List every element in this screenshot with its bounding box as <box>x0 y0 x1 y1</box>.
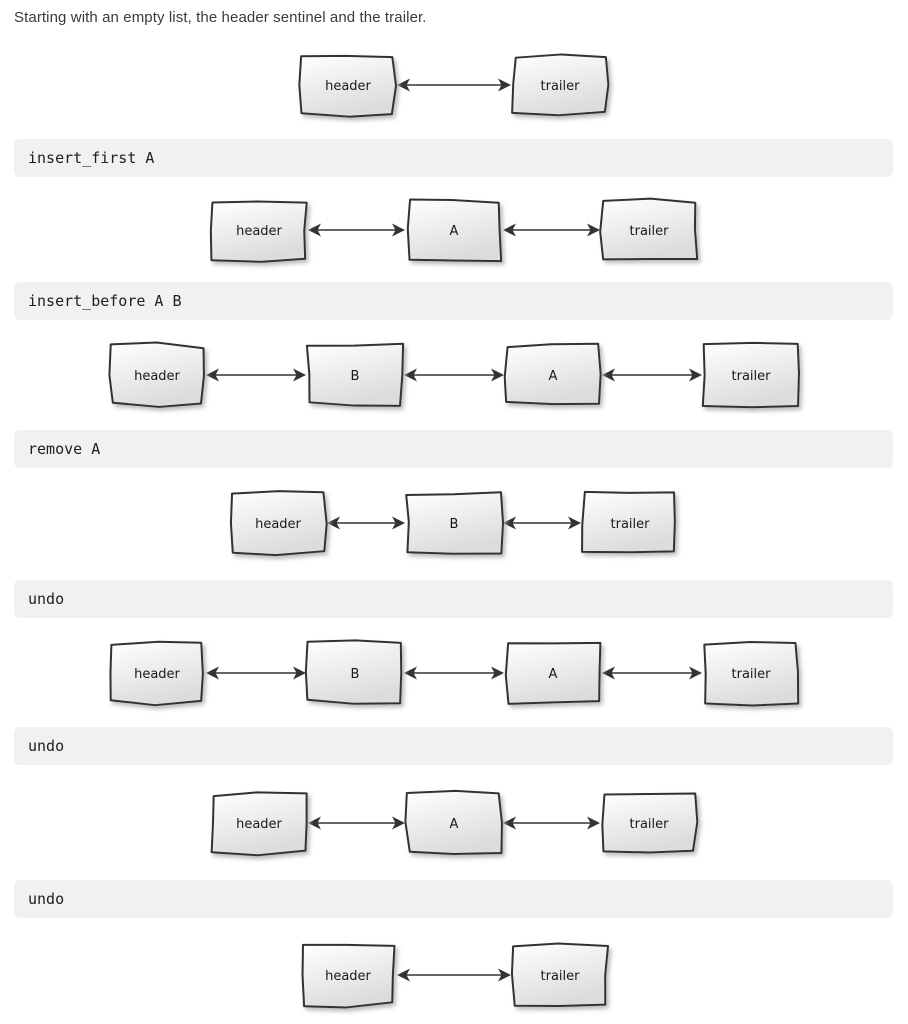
link-arrow <box>503 516 581 530</box>
list-node-label: A <box>549 369 558 384</box>
list-node-header: header <box>229 490 328 557</box>
command-bar-insert-before-a-b: insert_before A B <box>14 282 893 320</box>
list-node-label: header <box>134 369 180 384</box>
list-node-header: header <box>109 640 204 707</box>
link-arrow <box>206 368 306 382</box>
list-node-label: B <box>450 517 459 532</box>
list-node-trailer: trailer <box>703 641 800 707</box>
command-bar-undo-3: undo <box>14 880 893 918</box>
list-node-label: header <box>325 79 371 94</box>
list-node-header: header <box>108 341 205 408</box>
list-node-label: A <box>450 224 459 239</box>
command-text: remove A <box>28 440 101 458</box>
list-node-trailer: trailer <box>701 341 800 409</box>
list-node-a: A <box>503 342 602 406</box>
list-node-label: header <box>134 667 180 682</box>
link-arrow <box>397 968 511 982</box>
list-node-header: header <box>210 791 308 857</box>
list-node-a: A <box>504 641 602 705</box>
list-node-header: header <box>209 200 308 263</box>
list-node-b: B <box>305 342 405 407</box>
command-bar-remove-a: remove A <box>14 430 893 468</box>
link-arrow <box>308 816 405 830</box>
link-arrow <box>503 223 600 237</box>
link-arrow <box>397 78 511 92</box>
list-node-label: trailer <box>541 969 581 984</box>
command-bar-insert-first-a: insert_first A <box>14 139 893 177</box>
list-node-trailer: trailer <box>599 197 699 261</box>
list-node-label: trailer <box>630 224 670 239</box>
command-text: undo <box>28 737 65 755</box>
list-node-label: trailer <box>611 517 651 532</box>
list-node-trailer: trailer <box>601 792 699 854</box>
link-arrow <box>503 816 600 830</box>
command-text: insert_first A <box>28 149 155 167</box>
list-node-label: trailer <box>732 369 772 384</box>
list-node-header: header <box>301 943 396 1009</box>
list-node-a: A <box>406 198 503 263</box>
list-node-label: B <box>351 667 360 682</box>
list-node-a: A <box>404 789 503 855</box>
link-arrow <box>602 368 702 382</box>
link-arrow <box>404 666 504 680</box>
intro-caption: Starting with an empty list, the header … <box>14 9 427 26</box>
list-node-trailer: trailer <box>510 942 610 1008</box>
list-diagram-initial-state: header trailer <box>0 48 908 134</box>
list-node-b: B <box>405 491 505 555</box>
list-node-label: B <box>351 369 360 384</box>
list-node-trailer: trailer <box>511 53 610 117</box>
list-node-label: header <box>236 224 282 239</box>
list-node-trailer: trailer <box>581 490 676 554</box>
command-bar-undo-2: undo <box>14 727 893 765</box>
list-node-label: A <box>450 817 459 832</box>
list-node-label: trailer <box>732 667 772 682</box>
command-bar-undo-1: undo <box>14 580 893 618</box>
list-node-label: trailer <box>630 817 670 832</box>
list-node-b: B <box>304 639 403 705</box>
link-arrow <box>602 666 702 680</box>
link-arrow <box>206 666 306 680</box>
link-arrow <box>308 223 405 237</box>
command-text: undo <box>28 590 65 608</box>
command-text: undo <box>28 890 65 908</box>
list-node-label: header <box>325 969 371 984</box>
list-node-label: trailer <box>541 79 581 94</box>
list-node-header: header <box>298 54 398 118</box>
command-text: insert_before A B <box>28 292 182 310</box>
list-diagram-undo-3: header trailer <box>0 938 908 1024</box>
link-arrow <box>404 368 504 382</box>
list-node-label: A <box>549 667 558 682</box>
list-node-label: header <box>255 517 301 532</box>
link-arrow <box>327 516 405 530</box>
list-node-label: header <box>236 817 282 832</box>
